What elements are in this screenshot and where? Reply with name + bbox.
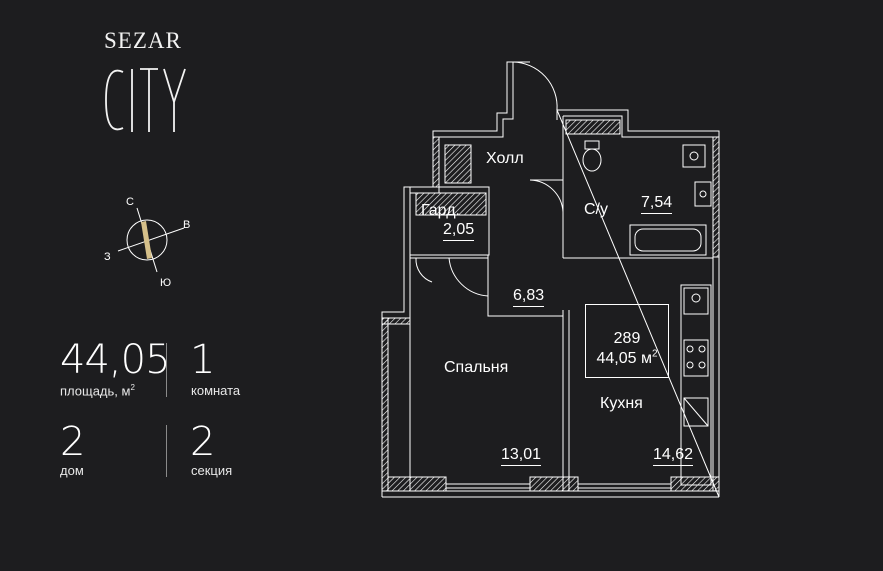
brand-title: SEZAR — [104, 28, 182, 53]
compass-east: В — [183, 219, 190, 231]
room-wardrobe: Гард. — [421, 202, 460, 219]
wardrobe-area: 2,05 — [443, 221, 475, 241]
compass-icon: С В Ю З — [104, 196, 190, 289]
divider — [166, 343, 167, 397]
apartment-info-box: 289 44,05 м2 — [585, 304, 669, 378]
rooms-value: 1 — [190, 337, 215, 383]
floor-plan — [381, 61, 720, 498]
section-label: секция — [191, 463, 233, 478]
room-kitchen: Кухня — [600, 395, 643, 412]
room-bedroom: Спальня — [444, 359, 509, 376]
compass-south: Ю — [160, 277, 171, 289]
room-hall: Холл — [486, 150, 524, 167]
bathroom-area: 7,54 — [641, 194, 673, 214]
compass-west: З — [104, 251, 111, 263]
area-label: площадь, м2 — [60, 383, 135, 399]
area-value: 44,05 — [60, 337, 171, 383]
bedroom-area: 13,01 — [501, 446, 542, 466]
house-label: дом — [60, 463, 84, 478]
hall-area: 6,83 — [513, 287, 545, 307]
apartment-area: 44,05 м2 — [596, 349, 658, 368]
room-bathroom: С/у — [584, 201, 608, 218]
compass-north: С — [126, 196, 134, 208]
brand-city-logo — [105, 68, 186, 132]
kitchen-area: 14,62 — [653, 446, 694, 466]
divider — [166, 425, 167, 477]
section-value: 2 — [190, 419, 215, 465]
house-value: 2 — [60, 419, 85, 465]
apartment-number: 289 — [613, 330, 641, 347]
rooms-label: комната — [191, 383, 241, 398]
